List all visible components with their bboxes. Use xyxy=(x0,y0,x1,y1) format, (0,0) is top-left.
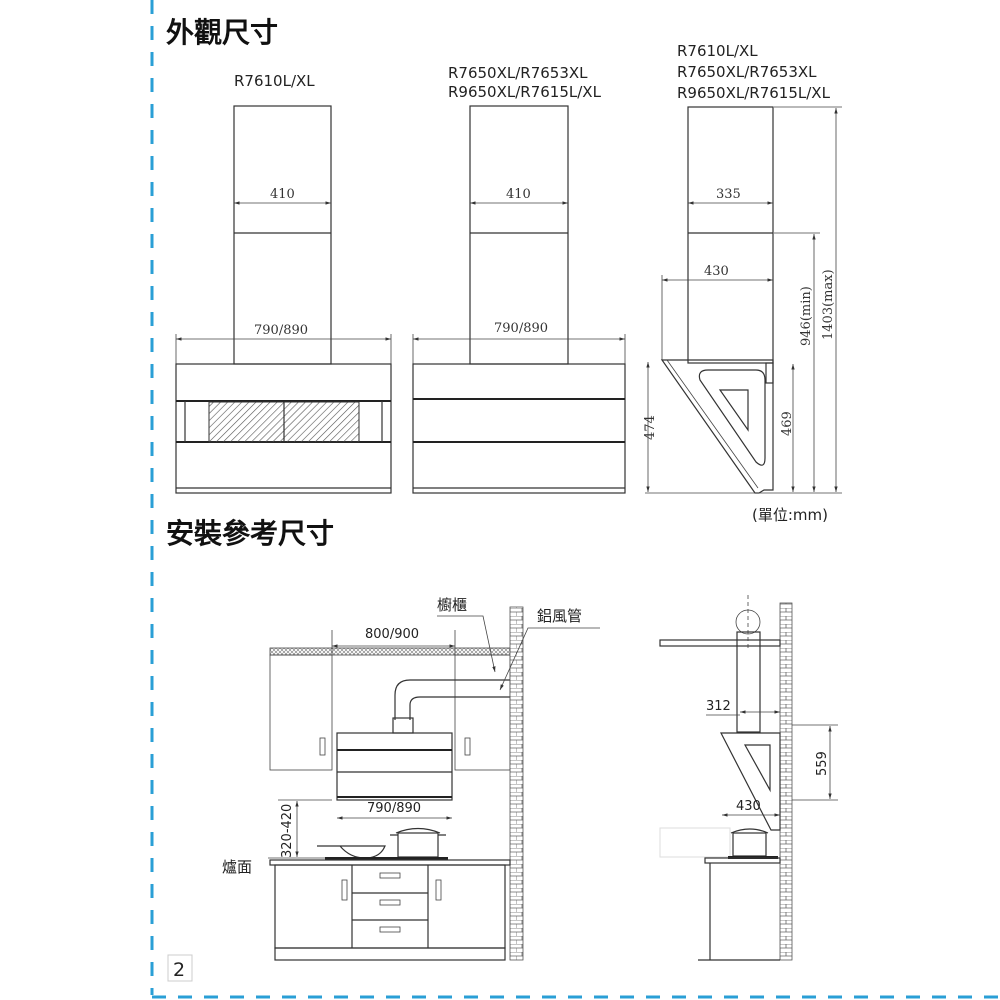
body-width: 790/890 xyxy=(254,323,308,338)
height-range-dimension: 320-420 xyxy=(280,804,295,858)
appearance-title: 外觀尺寸 xyxy=(166,16,278,49)
side-view: R7610L/XL R7650XL/R7653XL R9650XL/R7615L… xyxy=(643,42,842,524)
install-front-diagram: 櫥櫃 鋁風管 800/900 790/890 320-420 爐面 xyxy=(222,596,600,961)
chimney-width: 410 xyxy=(506,187,531,202)
min-height: 946(min) xyxy=(799,286,814,346)
model-label: R7610L/XL xyxy=(234,72,315,90)
model-label-line2: R9650XL/R7615L/XL xyxy=(448,83,602,101)
page-number: 2 xyxy=(173,959,185,981)
duct-label: 鋁風管 xyxy=(537,607,582,625)
page-number-box xyxy=(167,954,193,982)
body-width: 790/890 xyxy=(494,321,548,336)
model-label-line1: R7610L/XL xyxy=(677,42,758,60)
hood-width-dimension: 790/890 xyxy=(367,801,421,816)
model-label-line3: R9650XL/R7615L/XL xyxy=(677,84,831,102)
hood-depth-dimension: 430 xyxy=(736,799,761,814)
install-title: 安裝參考尺寸 xyxy=(166,517,334,550)
chimney-depth: 335 xyxy=(716,187,741,202)
height-dimension: 559 xyxy=(815,751,830,776)
front-view-2: R7650XL/R7653XL R9650XL/R7615L/XL 410 79… xyxy=(412,64,626,494)
chimney-width: 410 xyxy=(270,187,295,202)
duct-offset-dimension: 312 xyxy=(706,699,731,714)
body-height: 469 xyxy=(780,411,795,436)
cabinet-label: 櫥櫃 xyxy=(437,596,467,614)
cabinet-gap-dimension: 800/900 xyxy=(365,627,419,642)
max-height: 1403(max) xyxy=(821,269,836,340)
hood-height: 474 xyxy=(643,415,658,440)
model-label-line2: R7650XL/R7653XL xyxy=(677,63,817,81)
brick-wall xyxy=(509,606,524,961)
front-view-1: R7610L/XL 410 790/890 xyxy=(175,72,392,494)
unit-label: (單位:mm) xyxy=(752,506,828,524)
stove-label: 爐面 xyxy=(222,858,252,876)
install-side-diagram: 312 559 430 xyxy=(659,595,838,961)
model-label-line1: R7650XL/R7653XL xyxy=(448,64,588,82)
hood-depth: 430 xyxy=(704,264,729,279)
